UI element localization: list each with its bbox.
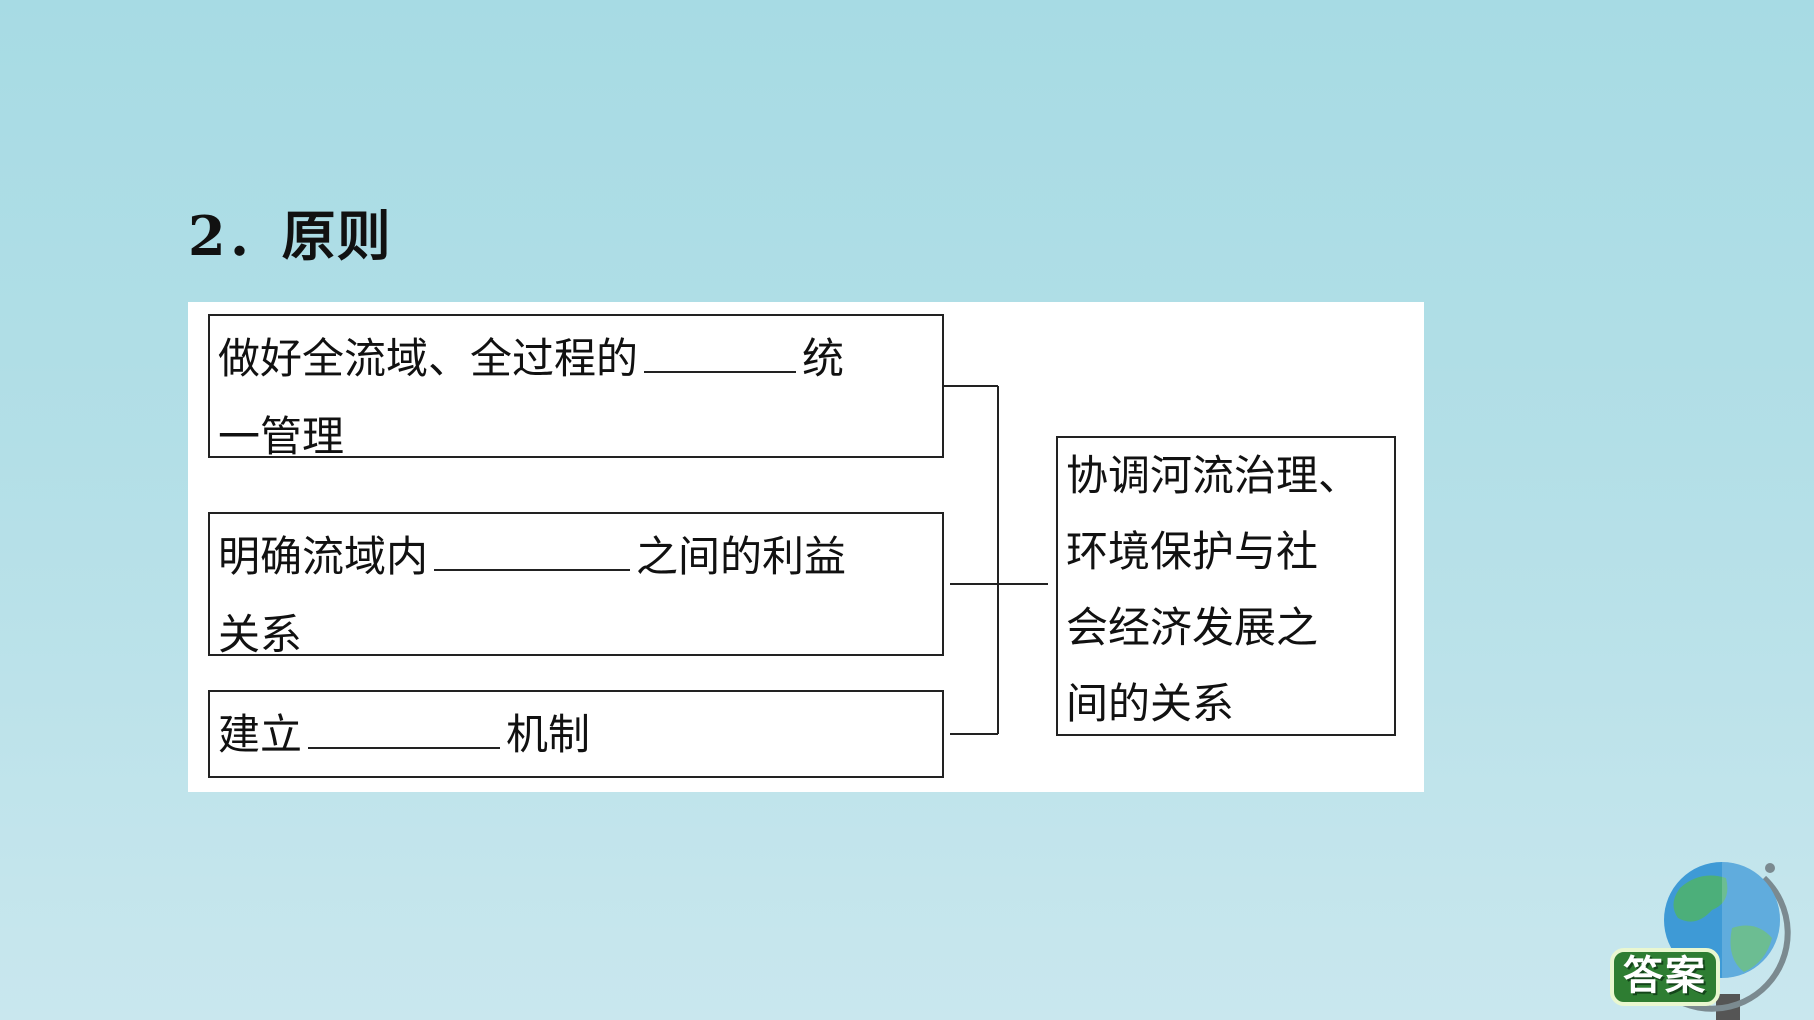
fill-in-blank-2[interactable] xyxy=(434,523,631,571)
principle-box-2: 明确流域内 之间的利益 关系 xyxy=(208,512,944,656)
goal-line-2: 环境保护与社 xyxy=(1066,527,1319,576)
goal-line-4: 间的关系 xyxy=(1066,679,1235,728)
principle-1-line-2: 一管理 xyxy=(218,412,345,458)
principle-2-line-2: 关系 xyxy=(218,610,303,656)
goal-line-3: 会经济发展之 xyxy=(1066,603,1319,652)
goal-line-1: 协调河流治理、 xyxy=(1066,451,1361,500)
principle-2-text-after-blank: 之间的利益 xyxy=(636,532,847,581)
principle-1-text-after-blank: 统 xyxy=(802,334,845,383)
principle-3-line-1: 建立 机制 xyxy=(218,696,942,774)
principle-box-1: 做好全流域、全过程的 统 一管理 xyxy=(208,314,944,458)
principle-box-3: 建立 机制 xyxy=(208,690,944,778)
principle-2-text-before-blank: 明确流域内 xyxy=(218,532,429,581)
principle-3-text-before-blank: 建立 xyxy=(218,710,303,759)
principle-1-line-1: 做好全流域、全过程的 统 xyxy=(218,320,942,398)
principle-1-text-before-blank: 做好全流域、全过程的 xyxy=(218,334,639,383)
bracket-connectors xyxy=(944,385,1048,735)
principle-2-line-1: 明确流域内 之间的利益 xyxy=(218,518,942,596)
fill-in-blank-1[interactable] xyxy=(644,325,797,373)
globe-icon xyxy=(1657,862,1791,1020)
principle-3-text-after-blank: 机制 xyxy=(506,710,591,759)
diagram-panel: 做好全流域、全过程的 统 一管理 明确流域内 之间的利益 关系 建立 机制 协调河流治… xyxy=(188,302,1424,792)
fill-in-blank-3[interactable] xyxy=(308,701,501,749)
answer-button[interactable]: 答案 xyxy=(1610,948,1720,1006)
page-title: 2．原则 xyxy=(188,204,392,268)
goal-box: 协调河流治理、 环境保护与社 会经济发展之 间的关系 xyxy=(1056,436,1396,736)
